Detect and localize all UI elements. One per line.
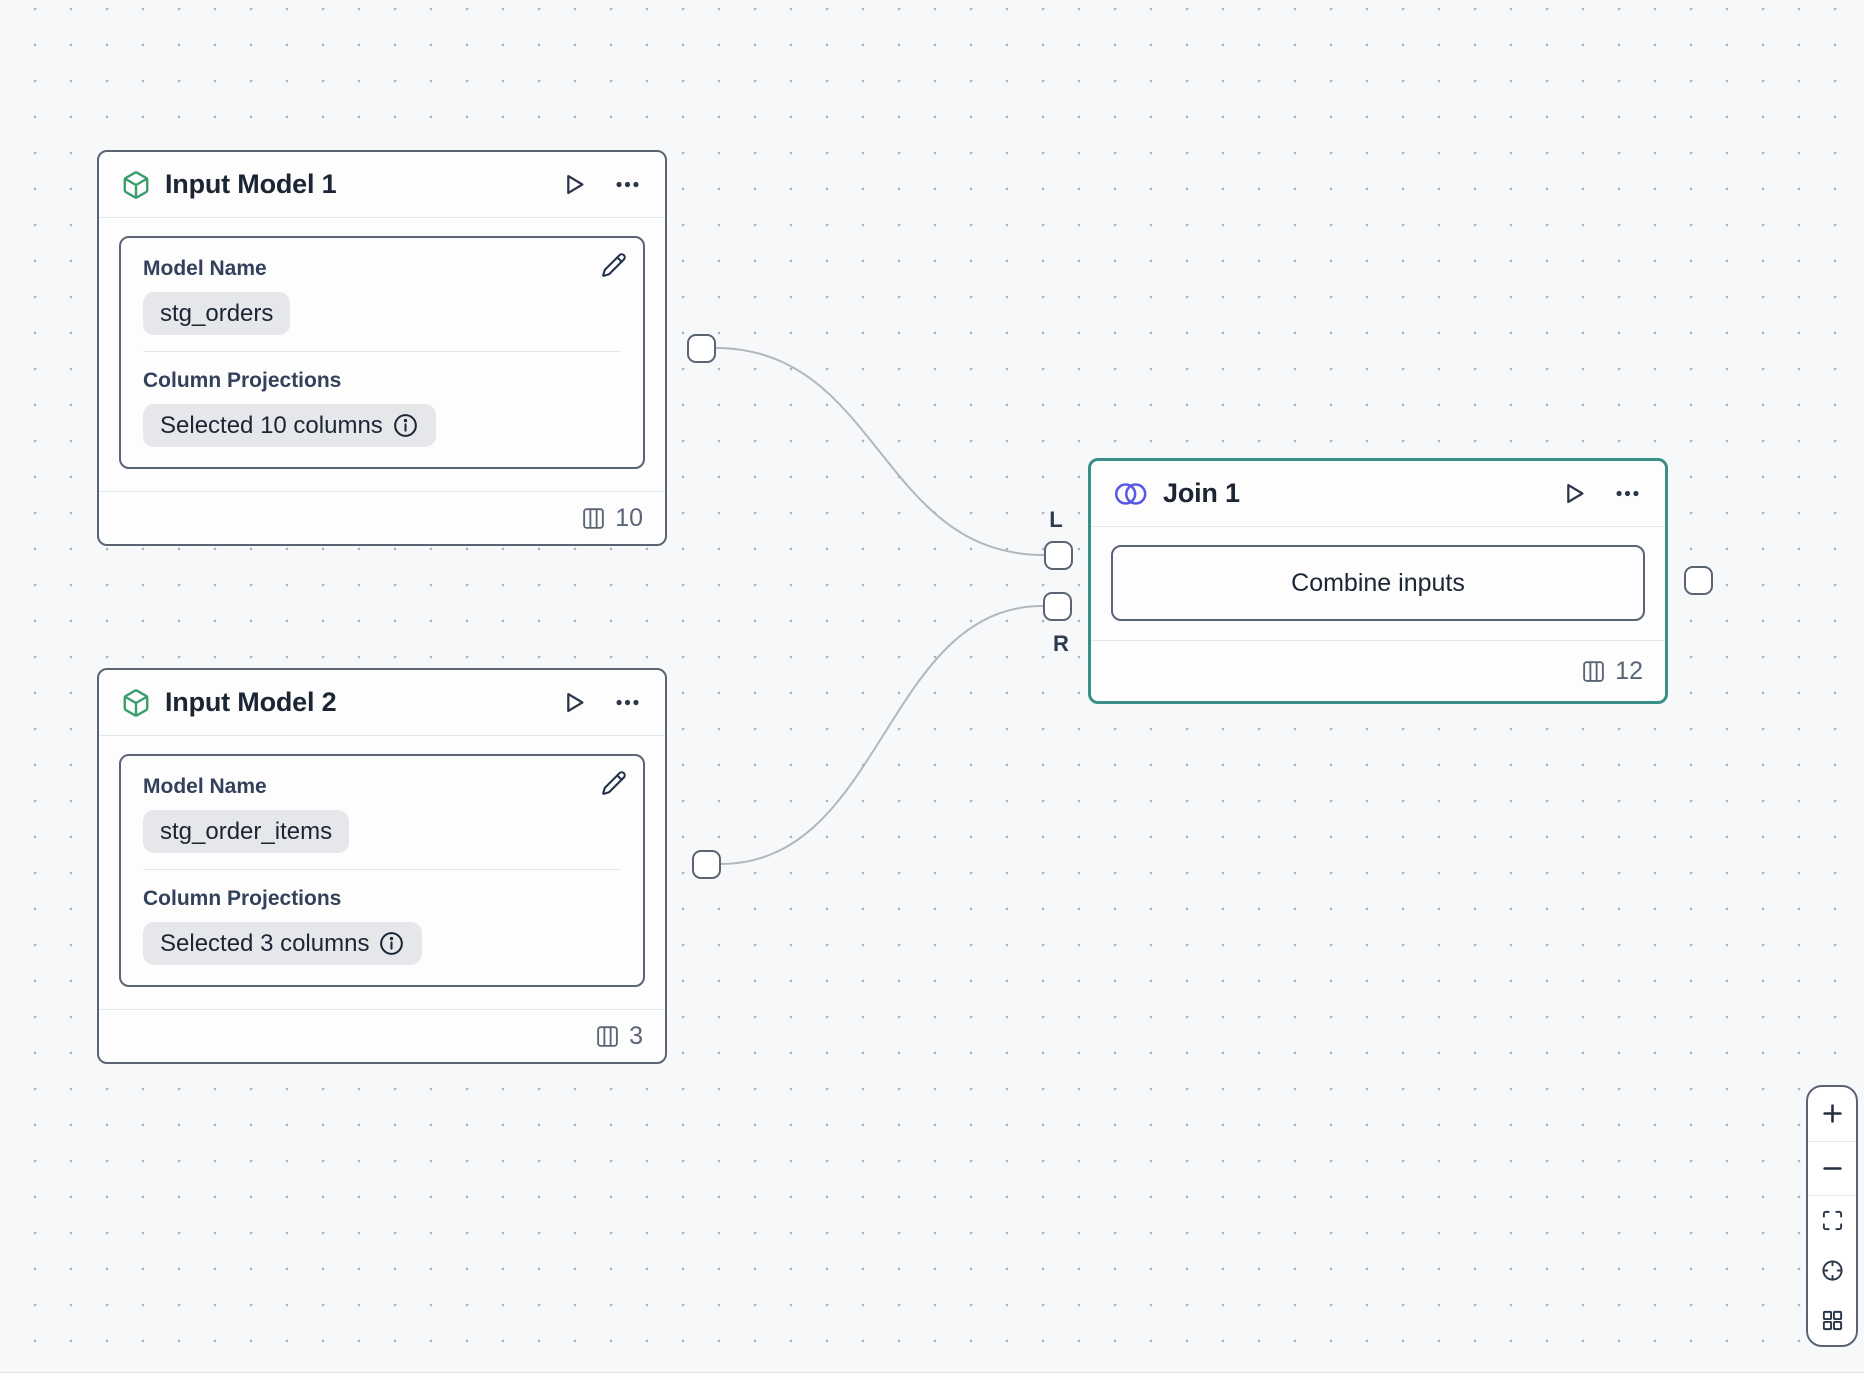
column-projections-value: Selected 3 columns (160, 930, 370, 957)
node-header: Input Model 1 (99, 152, 665, 218)
join-icon (1113, 481, 1149, 507)
columns-icon (581, 506, 606, 531)
info-icon[interactable] (378, 930, 405, 957)
edge-input2-to-join-right (719, 605, 1044, 865)
node-title: Input Model 2 (165, 687, 337, 717)
node-menu-button[interactable] (1614, 480, 1641, 507)
output-port-join-1[interactable] (1684, 566, 1713, 595)
model-name-chip: stg_orders (143, 292, 291, 335)
columns-icon (595, 1024, 620, 1049)
edit-icon[interactable] (601, 252, 627, 281)
card-divider (143, 869, 621, 870)
left-port-label: L (1049, 507, 1063, 532)
column-count: 12 (1615, 656, 1643, 685)
model-name-value: stg_order_items (160, 818, 333, 845)
zoom-in-button[interactable] (1808, 1087, 1856, 1142)
cube-icon (121, 688, 151, 718)
column-projections-chip[interactable]: Selected 10 columns (143, 404, 436, 447)
node-footer: 12 (1091, 640, 1665, 701)
model-name-chip: stg_order_items (143, 810, 350, 853)
run-node-button[interactable] (561, 171, 588, 198)
node-title: Join 1 (1163, 478, 1240, 508)
node-menu-button[interactable] (614, 171, 641, 198)
canvas-controls (1806, 1085, 1858, 1347)
node-input-model-1[interactable]: Input Model 1 Model Name stg_or (97, 150, 667, 546)
node-title: Input Model 1 (165, 169, 337, 199)
node-input-model-2[interactable]: Input Model 2 Model Name stg_or (97, 668, 667, 1064)
zoom-out-button[interactable] (1808, 1142, 1856, 1197)
canvas-bottom-edge (0, 1372, 1864, 1380)
node-footer: 10 (99, 491, 665, 544)
model-name-value: stg_orders (160, 300, 274, 327)
run-node-button[interactable] (1561, 480, 1588, 507)
node-config-card: Model Name stg_order_items Column Projec… (119, 754, 645, 987)
right-port-label: R (1053, 631, 1069, 656)
join-right-input-port[interactable] (1043, 592, 1072, 621)
node-header: Join 1 (1091, 461, 1665, 527)
run-node-button[interactable] (561, 689, 588, 716)
join-left-input-port[interactable] (1044, 541, 1073, 570)
locate-button[interactable] (1808, 1246, 1856, 1296)
node-header: Input Model 2 (99, 670, 665, 736)
node-menu-button[interactable] (614, 689, 641, 716)
column-count: 10 (615, 503, 643, 532)
columns-icon (1581, 659, 1606, 684)
edge-input1-to-join-left (714, 347, 1045, 556)
combine-inputs-button[interactable]: Combine inputs (1111, 545, 1645, 621)
node-join-1[interactable]: Join 1 Combine inputs 12 (1088, 458, 1668, 704)
edit-icon[interactable] (601, 770, 627, 799)
column-projections-value: Selected 10 columns (160, 412, 383, 439)
model-name-label: Model Name (143, 257, 267, 280)
output-port-input-model-2[interactable] (692, 850, 721, 879)
card-divider (143, 351, 621, 352)
cube-icon (121, 170, 151, 200)
node-footer: 3 (99, 1009, 665, 1062)
column-projections-label: Column Projections (143, 887, 342, 910)
model-name-label: Model Name (143, 775, 267, 798)
column-projections-chip[interactable]: Selected 3 columns (143, 922, 423, 965)
grid-view-button[interactable] (1808, 1295, 1856, 1345)
column-projections-label: Column Projections (143, 369, 342, 392)
column-count: 3 (629, 1021, 643, 1050)
fit-view-button[interactable] (1808, 1196, 1856, 1246)
info-icon[interactable] (392, 412, 419, 439)
node-config-card: Model Name stg_orders Column Projections… (119, 236, 645, 469)
output-port-input-model-1[interactable] (687, 334, 716, 363)
